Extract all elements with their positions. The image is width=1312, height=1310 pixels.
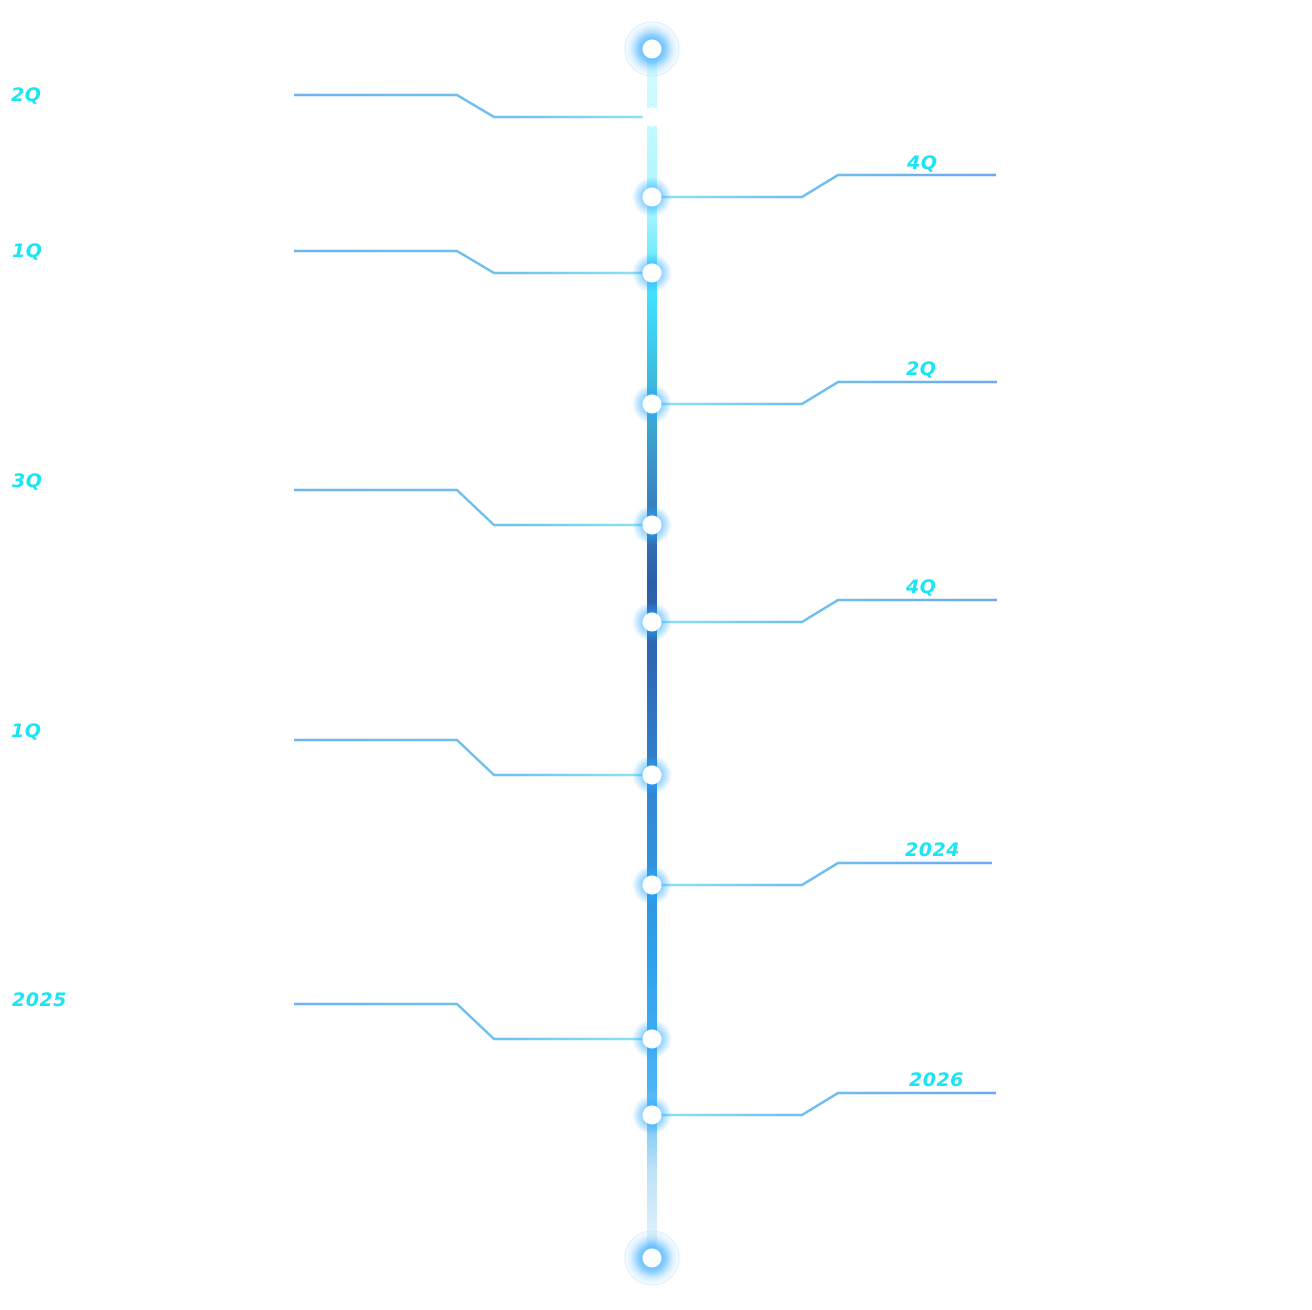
- left-connector-2: [294, 488, 652, 527]
- right-connector-2: [652, 598, 997, 624]
- timeline-axis: [647, 55, 657, 1255]
- left-label-3: 1Q: [11, 720, 42, 742]
- timeline-end-cap: [624, 1230, 680, 1286]
- left-connector-4: [294, 1002, 652, 1041]
- right-label-3: 2024: [905, 839, 960, 861]
- timeline-node-8: [632, 1019, 672, 1059]
- timeline-node-2: [632, 253, 672, 293]
- timeline-nodes: [632, 107, 672, 1135]
- timeline-node-7: [632, 865, 672, 905]
- timeline-start-cap: [624, 21, 680, 77]
- timeline-node-1: [632, 177, 672, 217]
- left-label-2: 3Q: [12, 470, 43, 492]
- timeline-node-0: [642, 107, 662, 127]
- right-label-4: 2026: [909, 1069, 964, 1091]
- right-connector-3: [652, 861, 992, 887]
- right-label-1: 2Q: [906, 358, 937, 380]
- timeline-node-4: [632, 505, 672, 545]
- right-connector-0: [652, 173, 996, 199]
- left-label-4: 2025: [12, 989, 67, 1011]
- timeline-node-9: [632, 1095, 672, 1135]
- left-connectors: [294, 93, 652, 1041]
- right-label-2: 4Q: [906, 576, 937, 598]
- right-connector-4: [652, 1091, 996, 1117]
- left-label-1: 1Q: [12, 240, 43, 262]
- timeline-node-5: [632, 602, 672, 642]
- left-label-0: 2Q: [11, 84, 42, 106]
- left-connector-0: [294, 93, 652, 119]
- timeline-node-6: [632, 755, 672, 795]
- right-label-0: 4Q: [907, 152, 938, 174]
- timeline-node-3: [632, 384, 672, 424]
- left-connector-3: [294, 738, 652, 777]
- right-connectors: [652, 173, 997, 1117]
- right-connector-1: [652, 380, 997, 406]
- left-connector-1: [294, 249, 652, 275]
